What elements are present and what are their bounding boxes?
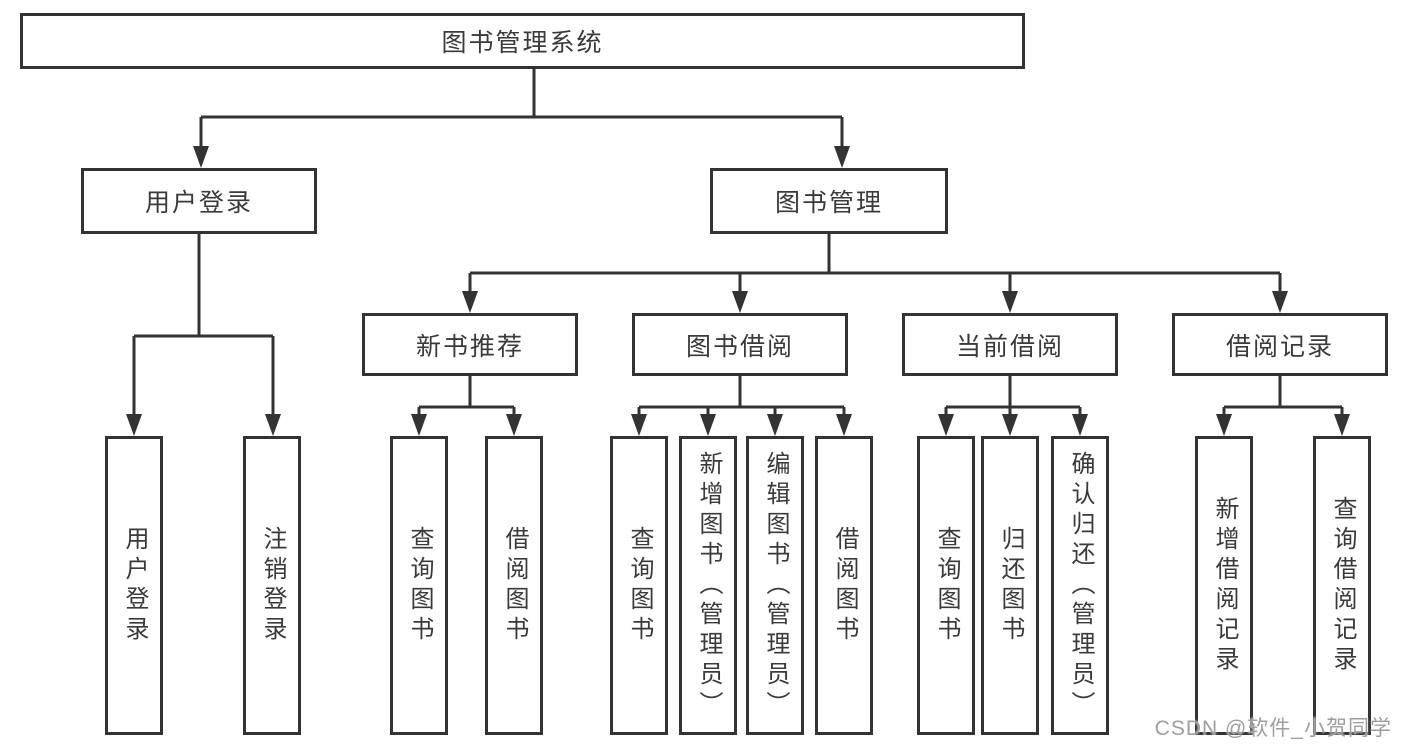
leaf-return-books: 归还图书 <box>981 436 1039 735</box>
leaf-borrow-books-recommend: 借阅图书 <box>485 436 543 735</box>
leaf-query-books-borrow: 查询图书 <box>610 436 668 735</box>
leaf-label: 查询图书 <box>933 525 960 646</box>
leaf-query-books-recommend: 查询图书 <box>390 436 448 735</box>
leaf-label: 新增借阅记录 <box>1211 495 1238 676</box>
leaf-borrow-books: 借阅图书 <box>815 436 873 735</box>
leaf-query-books-current: 查询图书 <box>917 436 975 735</box>
leaf-label: 查询借阅记录 <box>1329 495 1356 676</box>
leaf-label: 编辑图书（管理员） <box>762 450 789 721</box>
leaf-confirm-return-admin: 确认归还（管理员） <box>1051 436 1109 735</box>
leaf-label: 归还图书 <box>997 525 1024 646</box>
node-new-book-recommend: 新书推荐 <box>362 313 578 376</box>
connector-root-to-level2 <box>193 69 850 168</box>
node-current-borrow: 当前借阅 <box>902 313 1118 376</box>
leaf-query-borrow-record: 查询借阅记录 <box>1313 436 1371 735</box>
leaf-add-borrow-record: 新增借阅记录 <box>1195 436 1253 735</box>
leaf-label: 注销登录 <box>259 525 286 646</box>
connector-new-book-recommend-children <box>411 376 522 436</box>
leaf-label: 借阅图书 <box>501 525 528 646</box>
leaf-label: 新增图书（管理员） <box>695 450 722 721</box>
node-book-management: 图书管理 <box>710 168 948 234</box>
leaf-label: 用户登录 <box>121 525 148 646</box>
connector-user-login-children <box>126 234 281 436</box>
connector-borrow-records-children <box>1216 376 1350 436</box>
node-user-login: 用户登录 <box>81 168 317 234</box>
leaf-label: 查询图书 <box>406 525 433 646</box>
node-book-borrow: 图书借阅 <box>632 313 848 376</box>
connector-book-management-children <box>462 234 1288 313</box>
leaf-label: 借阅图书 <box>831 525 858 646</box>
connector-book-borrow-children <box>631 376 852 436</box>
leaf-add-books-admin: 新增图书（管理员） <box>679 436 737 735</box>
node-library-management-system: 图书管理系统 <box>20 13 1025 69</box>
csdn-watermark: CSDN @软件_小贺同学 <box>1154 717 1392 740</box>
leaf-user-login: 用户登录 <box>105 436 163 735</box>
node-borrow-records: 借阅记录 <box>1172 313 1388 376</box>
leaf-label: 确认归还（管理员） <box>1067 450 1094 721</box>
leaf-edit-books-admin: 编辑图书（管理员） <box>746 436 804 735</box>
leaf-label: 查询图书 <box>626 525 653 646</box>
leaf-logout: 注销登录 <box>243 436 301 735</box>
connector-current-borrow-children <box>938 376 1088 436</box>
